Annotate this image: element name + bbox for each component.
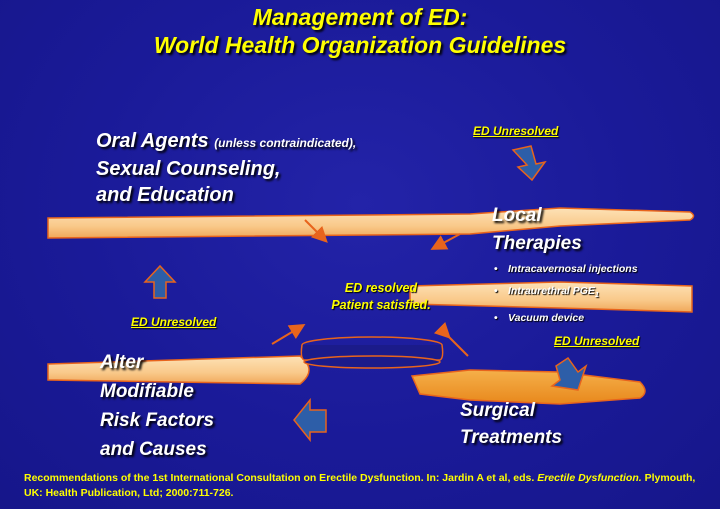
center-line1: ED resolved — [344, 281, 418, 295]
top-ribbon-band — [47, 207, 695, 239]
center-line2: Patient satisfied. — [331, 298, 431, 312]
citation-footer: Recommendations of the 1st International… — [24, 471, 714, 501]
block-arrow-up-icon — [143, 264, 177, 299]
arrow-alter-to-center — [271, 323, 306, 345]
local-therapies-heading: Local Therapies — [492, 202, 582, 258]
alter-line3: Risk Factors — [100, 410, 215, 431]
oral-line1: Oral Agents (unless contraindicated), — [96, 128, 356, 156]
surgical-line1: Surgical — [460, 400, 535, 421]
right-ribbon-band — [409, 281, 693, 313]
citation-rest: Plymouth, UK: Health Publication, Ltd; 2… — [24, 472, 696, 499]
alter-line2: Modifiable — [100, 381, 194, 402]
list-item: •Intracavernosal injections — [494, 263, 638, 275]
surgical-line2: Treatments — [460, 427, 563, 448]
oral-paren: (unless contraindicated), — [214, 136, 357, 150]
oral-title: Oral Agents — [96, 130, 209, 152]
surgical-treatments-block: Surgical Treatments — [460, 397, 562, 451]
ed-unresolved-top: ED Unresolved — [473, 124, 559, 138]
alter-risk-factors-block: Alter Modifiable Risk Factors and Causes — [100, 348, 214, 464]
ed-unresolved-right: ED Unresolved — [554, 334, 640, 348]
block-arrow-left-icon — [293, 397, 327, 443]
slide-title-line2: World Health Organization Guidelines — [153, 32, 567, 58]
slide-title-line1: Management of ED: — [252, 4, 468, 30]
surgical-ribbon-band — [410, 369, 646, 405]
list-item-label: Vacuum device — [508, 312, 585, 325]
alter-line4: and Causes — [100, 439, 207, 460]
arrow-oral-to-center — [304, 219, 328, 243]
list-item: •Intraurethral PGE1 — [494, 285, 599, 300]
arrow-local-to-center — [430, 233, 461, 250]
local-therapies-list: •Intracavernosal injections •Intraurethr… — [494, 258, 638, 329]
local-line2: Therapies — [492, 233, 582, 254]
list-item-label: Intracavernosal injections — [508, 263, 638, 275]
ed-resolved-label: ED resolved Patient satisfied. — [316, 280, 446, 314]
block-arrow-down-right-icon — [550, 356, 588, 391]
ed-unresolved-left: ED Unresolved — [131, 315, 217, 329]
oral-line2: Sexual Counseling, — [96, 158, 281, 180]
list-item-label: Intraurethral PGE — [508, 285, 595, 297]
citation-text: Recommendations of the 1st International… — [24, 472, 535, 484]
block-arrow-down-icon — [511, 145, 547, 182]
citation-italic: Erectile Dysfunction. — [537, 472, 642, 484]
list-item: •Vacuum device — [494, 312, 585, 325]
oral-line3: and Education — [96, 184, 234, 206]
bottom-ribbon-band — [47, 355, 310, 385]
alter-line1: Alter — [100, 352, 144, 373]
oral-agents-block: Oral Agents (unless contraindicated), Se… — [96, 128, 356, 208]
local-line1: Local — [492, 205, 542, 226]
pge-subscript: 1 — [594, 292, 599, 300]
arrow-surgical-to-center — [433, 321, 469, 357]
